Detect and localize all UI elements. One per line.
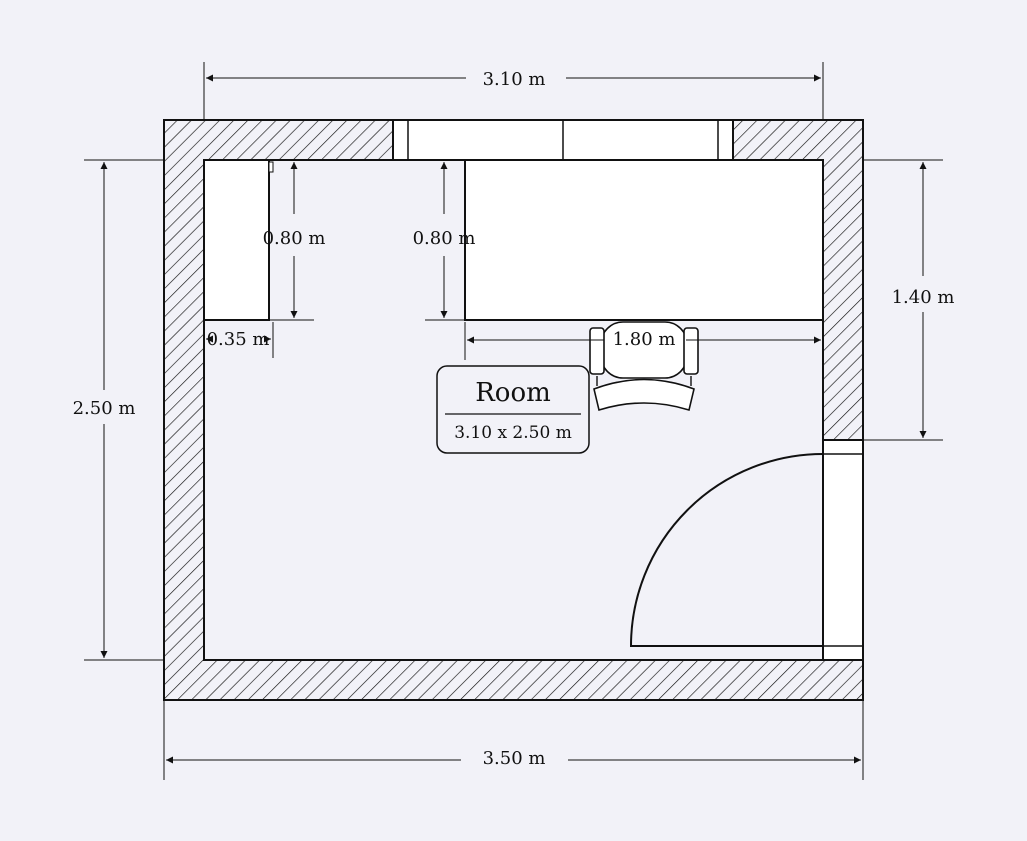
dimension-top-label: 3.10 m xyxy=(483,69,546,90)
dimension-cabinet-width: 0.35 m xyxy=(206,322,274,358)
dimension-desk-depth-label: 0.80 m xyxy=(413,228,476,249)
dimension-desk-width-label: 1.80 m xyxy=(613,329,676,350)
dimension-left: 2.50 m xyxy=(73,159,164,661)
room-name: Room xyxy=(475,378,551,408)
dimension-bottom: 3.50 m xyxy=(163,700,864,780)
dimension-cabinet-depth: 0.80 m xyxy=(263,162,326,321)
desk xyxy=(464,159,824,321)
window xyxy=(392,119,734,161)
dimension-bottom-label: 3.50 m xyxy=(483,748,546,769)
dimension-cabinet-depth-label: 0.80 m xyxy=(263,228,326,249)
dimension-top: 3.10 m xyxy=(203,62,824,120)
dimension-left-label: 2.50 m xyxy=(73,398,136,419)
room-label: Room 3.10 x 2.50 m xyxy=(436,365,590,454)
dimension-right: 1.40 m xyxy=(863,159,955,441)
door xyxy=(629,439,864,661)
door-swing-arc xyxy=(629,453,824,647)
dimension-cabinet-width-label: 0.35 m xyxy=(207,329,270,350)
dimension-desk-depth: 0.80 m xyxy=(413,162,476,321)
room-size: 3.10 x 2.50 m xyxy=(454,423,572,443)
dimension-right-label: 1.40 m xyxy=(892,287,955,308)
dimension-desk-width: 1.80 m xyxy=(464,322,821,360)
cabinet xyxy=(203,159,274,321)
